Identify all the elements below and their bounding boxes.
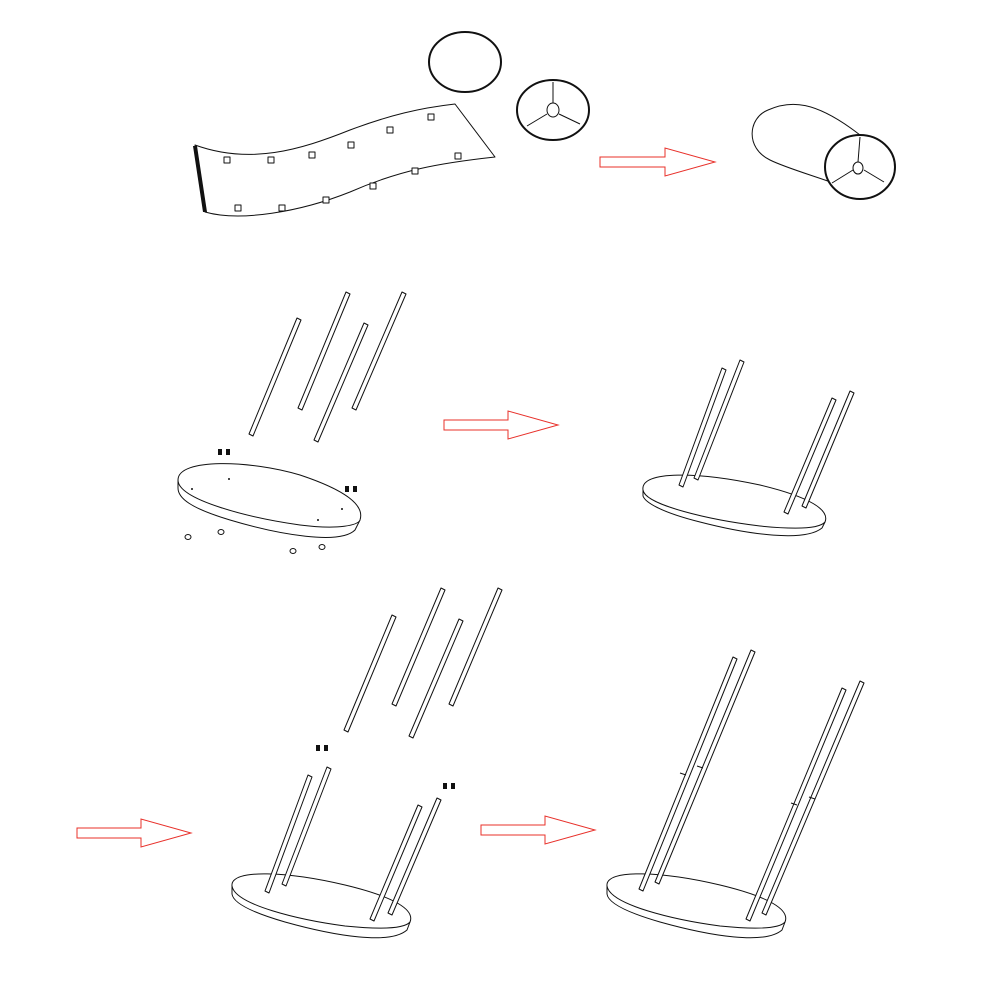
base-with-rods xyxy=(231,766,442,939)
end-disc xyxy=(428,31,502,93)
base-with-rods xyxy=(642,359,855,537)
connectors xyxy=(316,745,455,789)
base-with-extended-rods xyxy=(606,649,865,939)
arrow-step-1 xyxy=(599,147,717,177)
step-2-parts xyxy=(177,291,407,554)
arrow-step-2 xyxy=(443,410,560,440)
base-plate xyxy=(177,463,362,538)
arrows xyxy=(76,147,717,848)
sheet-holes xyxy=(223,113,462,212)
connectors xyxy=(218,449,357,492)
extension-rods xyxy=(343,587,503,739)
step-3-parts xyxy=(231,587,503,939)
cylinder-roll xyxy=(751,103,896,200)
loose-rods xyxy=(248,291,407,443)
arrow-step-3-in xyxy=(76,818,193,848)
perforated-sheet xyxy=(193,103,496,217)
feet xyxy=(184,529,326,554)
step-1-parts xyxy=(193,31,590,217)
arrow-step-3-out xyxy=(480,815,597,845)
spoked-end-cap xyxy=(516,79,590,141)
